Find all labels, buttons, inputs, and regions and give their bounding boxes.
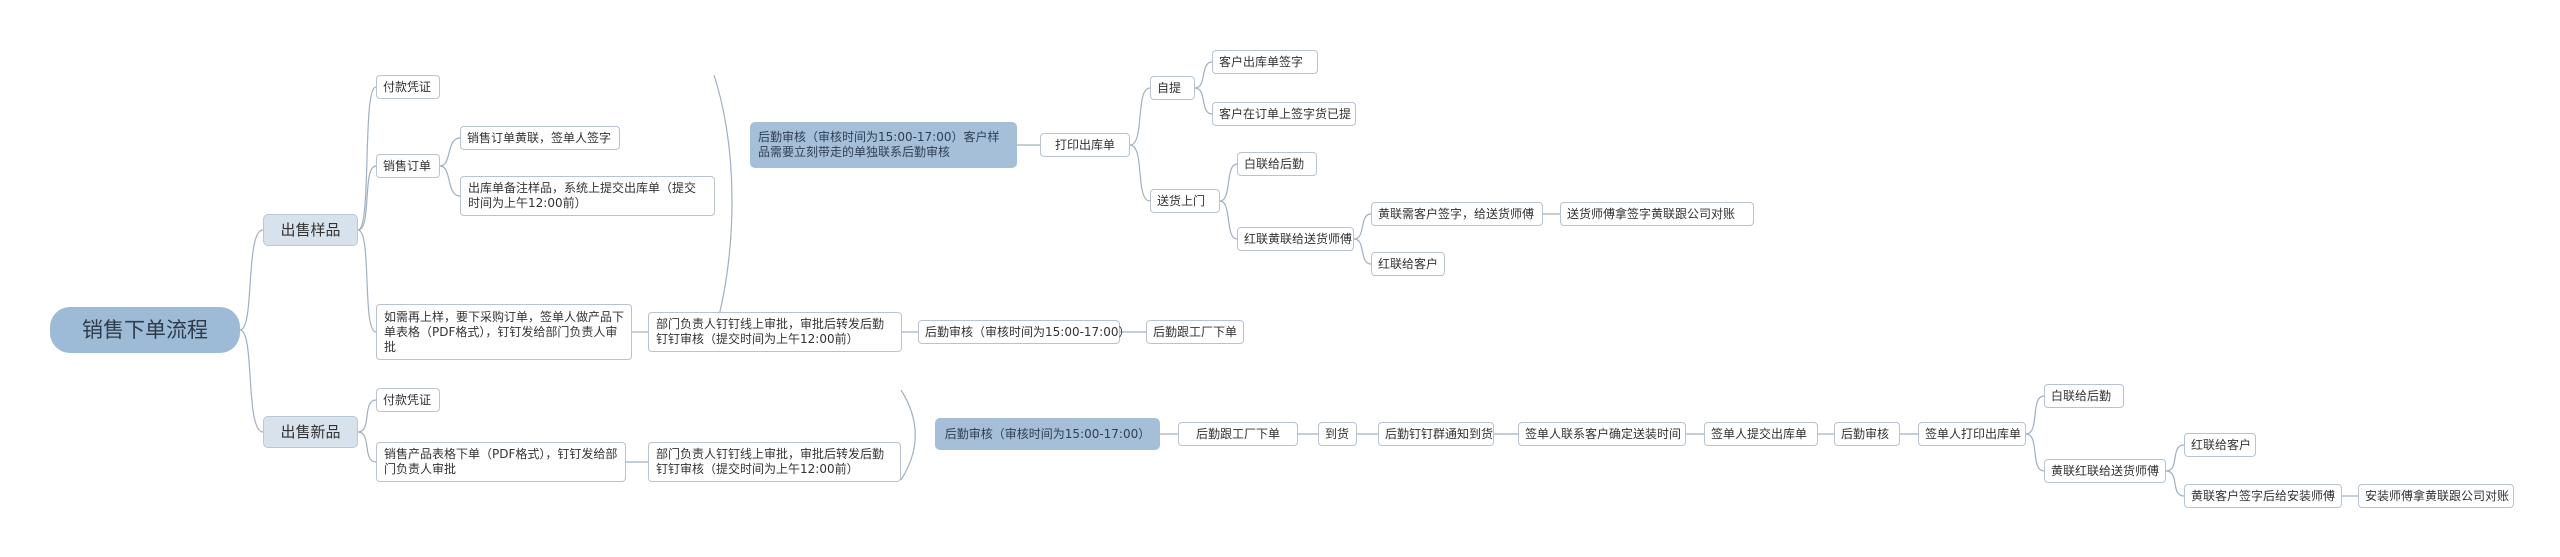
yellow-sign[interactable]: 黄联需客户签字，给送货师傅 [1371,202,1543,226]
pickup[interactable]: 自提 [1150,76,1195,100]
chain-print[interactable]: 签单人打印出库单 [1918,422,2026,446]
connector [1219,163,1238,202]
chain-submit[interactable]: 签单人提交出库单 [1704,422,1818,446]
payment-proof[interactable]: 付款凭证 [376,75,440,99]
branch-new-sale[interactable]: 出售新品 [263,416,358,448]
connector [357,399,377,433]
chain-factory[interactable]: 后勤跟工厂下单 [1178,422,1298,446]
connector [1353,213,1372,240]
new-payment-proof[interactable]: 付款凭证 [376,388,440,412]
connector [357,86,377,231]
new-audit[interactable]: 后勤审核（审核时间为15:00-17:00） [935,418,1160,450]
order-sign[interactable]: 销售订单黄联，签单人签字 [460,126,620,150]
order-remark[interactable]: 出库单备注样品，系统上提交出库单（提交时间为上午12:00前） [460,176,715,216]
red-to-customer[interactable]: 红联给客户 [1371,252,1445,276]
connector [1219,200,1238,240]
connector [1194,87,1213,115]
customer-sign[interactable]: 客户出库单签字 [1212,50,1318,74]
connector [2165,470,2185,497]
connector [1353,238,1372,265]
reorder-approve[interactable]: 部门负责人钉钉线上审批，审批后转发后勤钉钉审核（提交时间为上午12:00前） [648,312,902,352]
sales-order[interactable]: 销售订单 [376,154,440,178]
driver-reconcile[interactable]: 送货师傅拿签字黄联跟公司对账 [1560,202,1754,226]
chain-audit[interactable]: 后勤审核 [1834,422,1900,446]
connector [2165,444,2185,472]
new-yellow-sign[interactable]: 黄联客户签字后给安装师傅 [2184,484,2342,508]
connector [439,165,461,197]
connector [1129,87,1151,146]
white-copy[interactable]: 白联给后勤 [1237,152,1317,176]
new-order-form[interactable]: 销售产品表格下单（PDF格式），钉钉发给部门负责人审批 [376,442,626,482]
connector [439,137,461,167]
delivery[interactable]: 送货上门 [1150,189,1220,213]
chain-contact[interactable]: 签单人联系客户确定送装时间 [1518,422,1686,446]
new-yellow-red-copy[interactable]: 黄联红联给送货师傅 [2044,459,2166,483]
connector [357,165,377,231]
connector [357,229,377,333]
print-outbound[interactable]: 打印出库单 [1040,133,1130,157]
installer-reconcile[interactable]: 安装师傅拿黄联跟公司对账 [2358,484,2514,508]
root-node[interactable]: 销售下单流程 [50,307,240,353]
branch-sample-sale[interactable]: 出售样品 [263,214,358,246]
connector [713,74,733,336]
red-yellow-copy[interactable]: 红联黄联给送货师傅 [1237,227,1354,251]
connector [2025,433,2045,472]
new-approve[interactable]: 部门负责人钉钉线上审批，审批后转发后勤钉钉审核（提交时间为上午12:00前） [648,442,901,482]
connector [239,229,264,331]
connector [1129,144,1151,202]
reorder-desc[interactable]: 如需再上样，要下采购订单，签单人做产品下单表格（PDF格式），钉钉发给部门负责人… [376,304,632,360]
connector [239,329,264,433]
connector [900,389,916,481]
customer-confirm[interactable]: 客户在订单上签字货已提 [1212,102,1356,126]
connector [1194,61,1213,89]
chain-arrival[interactable]: 到货 [1318,422,1357,446]
connector [357,431,377,463]
new-red-to-customer[interactable]: 红联给客户 [2184,433,2256,457]
reorder-factory[interactable]: 后勤跟工厂下单 [1146,320,1244,344]
connector [2025,395,2045,435]
chain-notify[interactable]: 后勤钉钉群通知到货 [1378,422,1494,446]
sample-audit[interactable]: 后勤审核（审核时间为15:00-17:00）客户样品需要立刻带走的单独联系后勤审… [750,122,1017,168]
reorder-audit[interactable]: 后勤审核（审核时间为15:00-17:00） [918,320,1131,344]
new-white-copy[interactable]: 白联给后勤 [2044,384,2124,408]
